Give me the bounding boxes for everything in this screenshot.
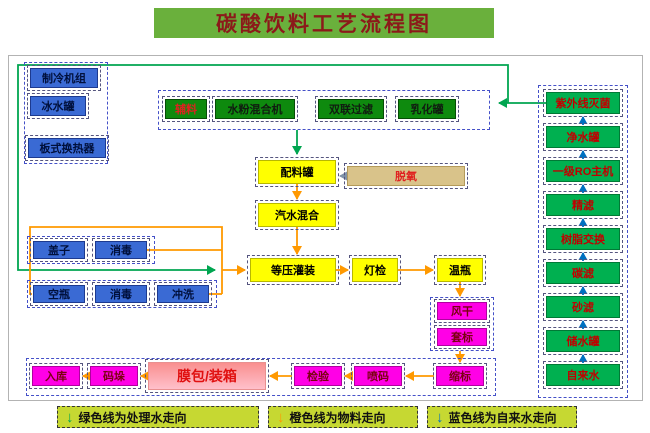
group-water-treatment [538,85,628,398]
node-fine-filter: 精滤 [543,191,623,219]
node-cap: 盖子 [30,238,88,262]
node-deoxygenation: 脱氧 [344,163,468,189]
node-warehousing: 入库 [29,363,83,389]
node-sand-filter: 砂滤 [543,293,623,321]
node-powder-water-mixer: 水粉混合机 [212,96,298,122]
node-soda-water-mixing: 汽水混合 [255,200,339,230]
node-bottle-warming: 温瓶 [434,255,486,285]
down-arrow-icon: ↓ [436,408,444,426]
node-uv-sterilizer: 紫外线灭菌 [543,89,623,117]
node-emulsifying-tank: 乳化罐 [395,96,459,122]
node-carbon-filter: 碳滤 [543,259,623,287]
node-inspection: 检验 [291,363,345,389]
node-air-dry: 风干 [434,299,490,323]
group-packing [26,358,496,396]
node-auxiliary-materials: 辅料 [162,96,210,122]
node-sleeve-labeling: 套标 [434,325,490,349]
node-clean-water-tank: 净水罐 [543,123,623,151]
node-resin-exchange: 树脂交换 [543,225,623,253]
legend-item-material: ↓ 橙色线为物料走向 [268,406,418,428]
page-title: 碳酸饮料工艺流程图 [154,8,494,38]
node-empty-bottle: 空瓶 [30,282,88,306]
legend-item-tap-water: ↓ 蓝色线为自来水走向 [427,406,577,428]
node-wrap-and-pack: 膜包/装箱 [145,359,269,393]
node-ice-water-tank: 冰水罐 [27,93,89,119]
node-palletizing: 码垛 [87,363,141,389]
legend-label: 蓝色线为自来水走向 [448,410,557,425]
node-tap-water: 自来水 [543,361,623,389]
node-ro-unit: 一级RO主机 [543,157,623,185]
node-shrink-labeling: 缩标 [433,363,487,389]
node-code-spraying: 喷码 [351,363,405,389]
down-arrow-icon: ↓ [277,408,285,426]
node-cap-disinfection: 消毒 [92,238,150,262]
legend-item-treated-water: ↓ 绿色线为处理水走向 [57,406,259,428]
legend-label: 绿色线为处理水走向 [78,410,187,425]
down-arrow-icon: ↓ [66,408,74,426]
group-post-fill [430,297,494,351]
node-bottle-rinse: 冲洗 [154,282,212,306]
node-isobaric-filling: 等压灌装 [247,255,339,285]
node-batching-tank: 配料罐 [255,157,339,187]
legend-label: 橙色线为物料走向 [289,410,386,425]
node-duplex-filter: 双联过滤 [315,96,387,122]
node-plate-heat-exchanger: 板式换热器 [25,135,109,161]
node-chiller-unit: 制冷机组 [27,65,101,91]
node-bottle-disinfection: 消毒 [92,282,150,306]
node-light-inspection: 灯检 [349,255,401,285]
node-water-storage-tank: 储水罐 [543,327,623,355]
